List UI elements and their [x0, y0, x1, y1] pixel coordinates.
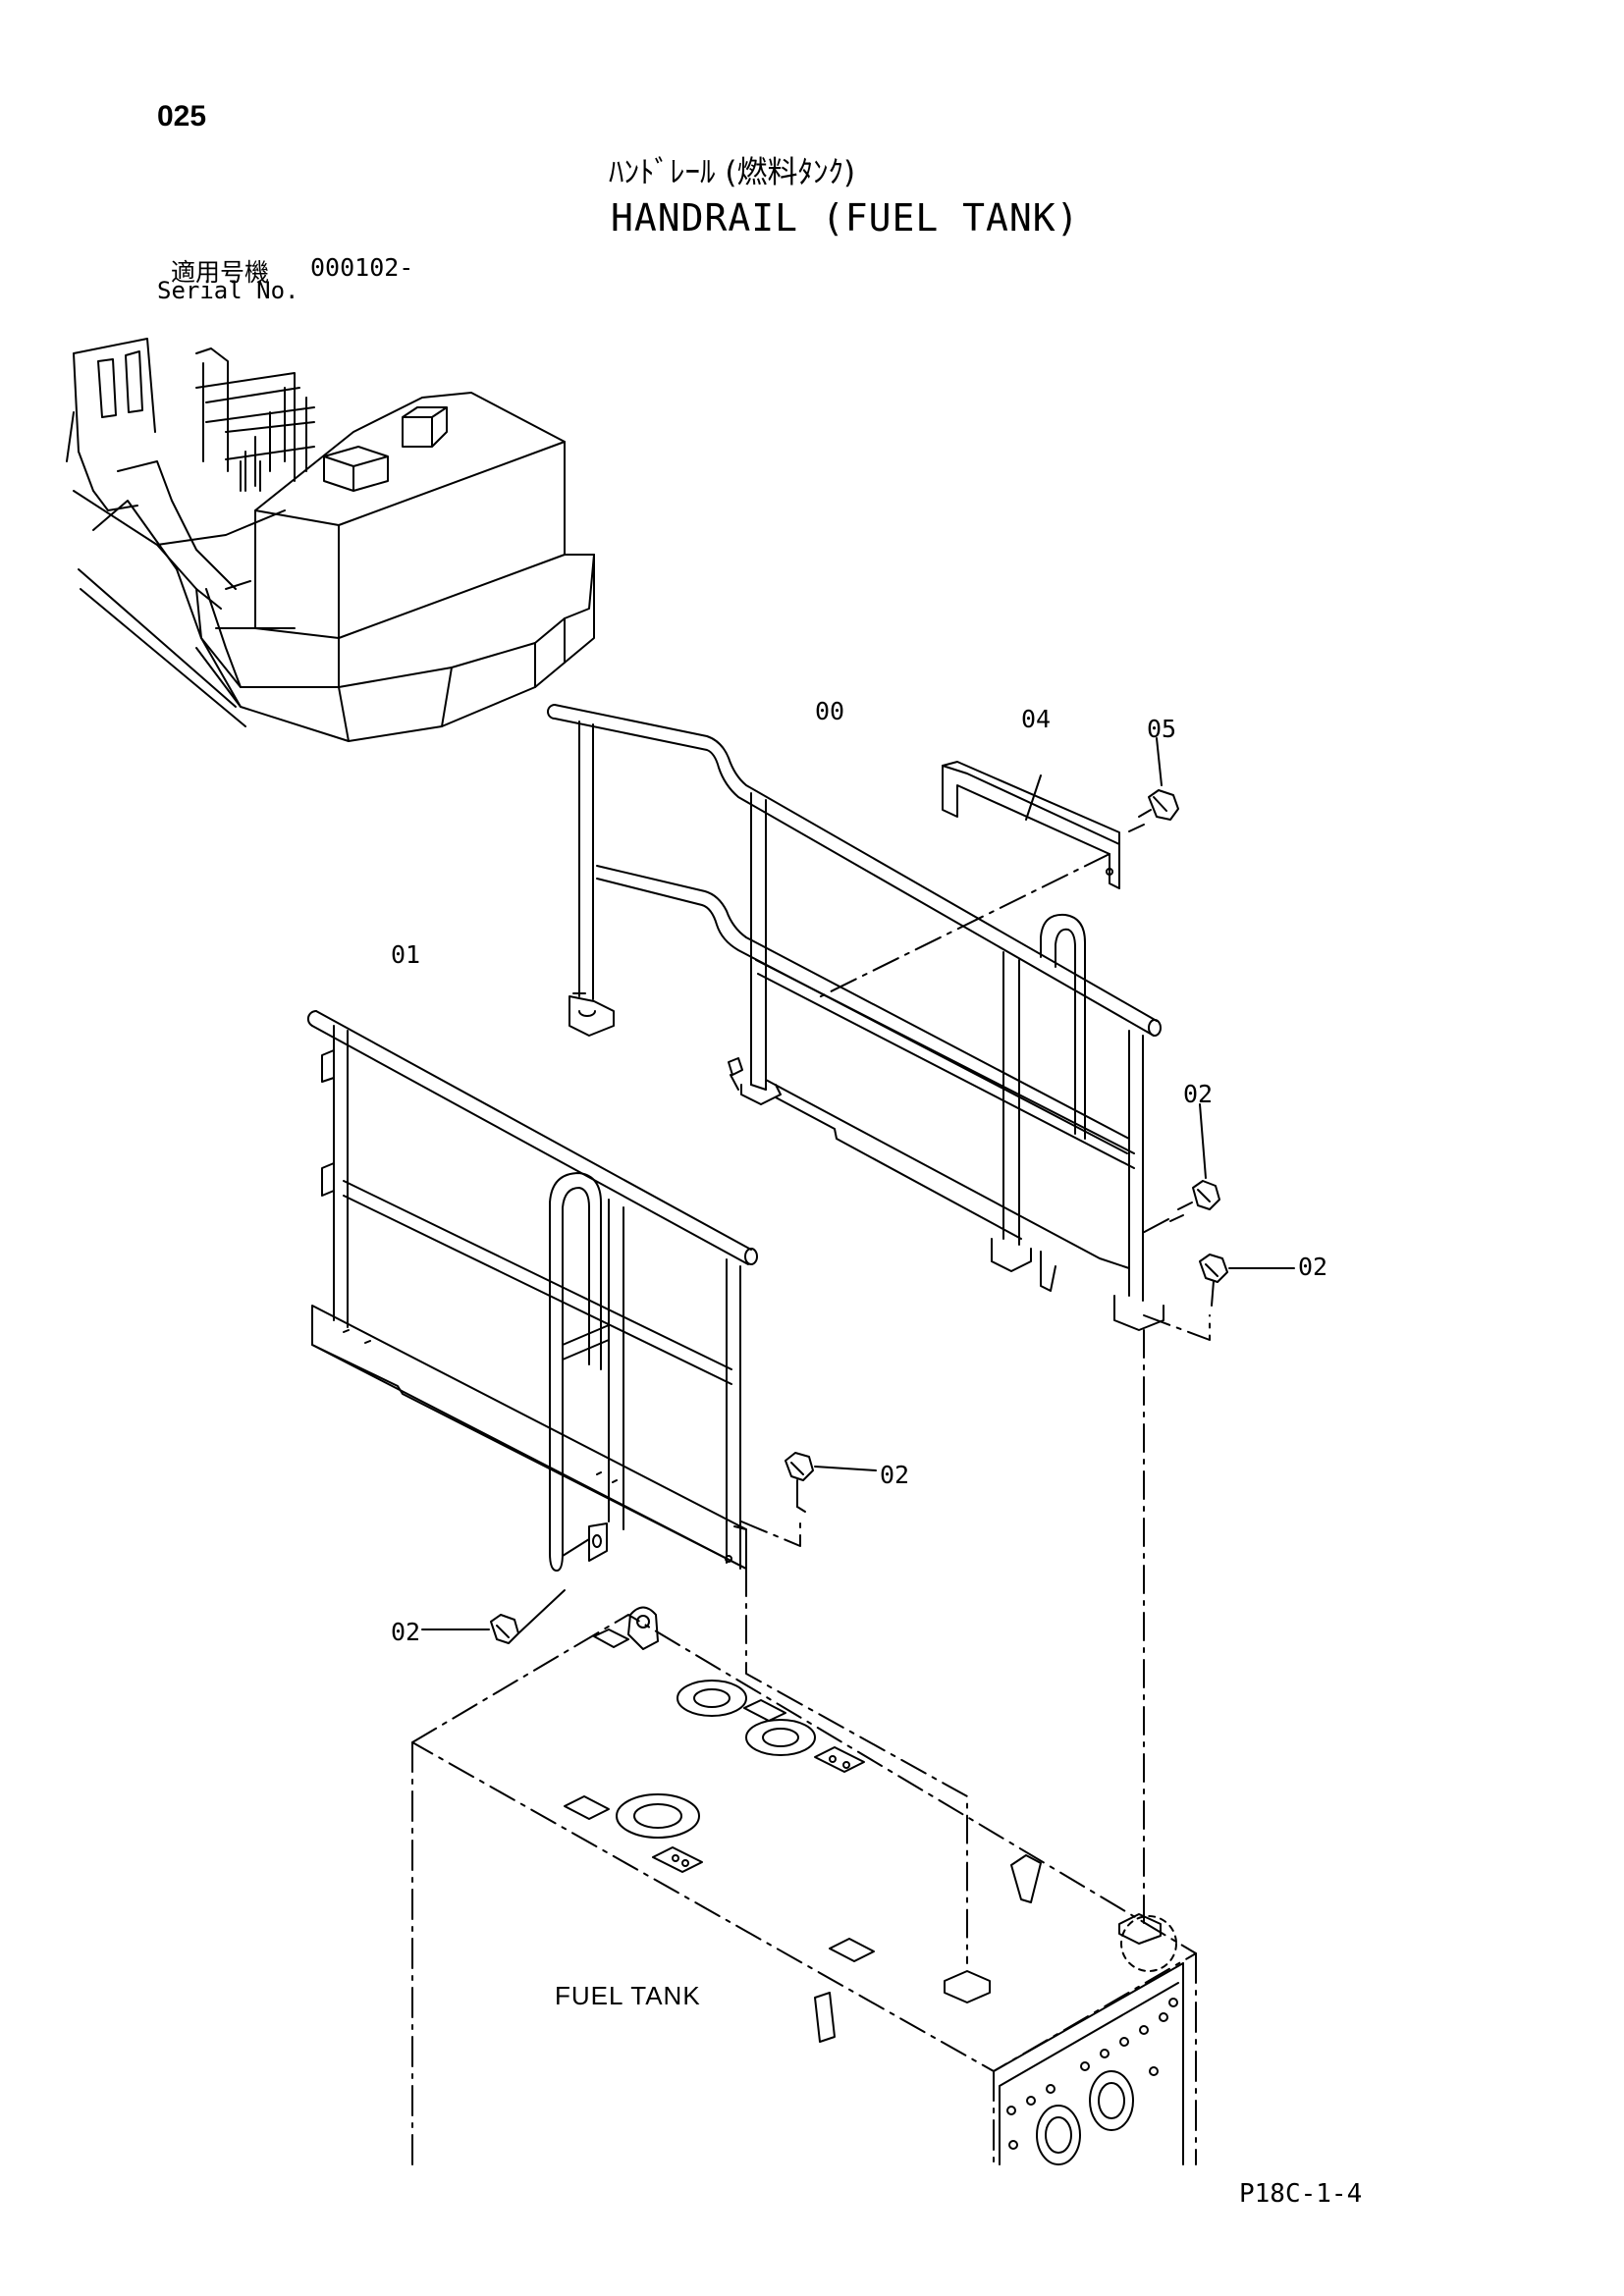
bolt-part-02-set [421, 1103, 1295, 1644]
part-label-04: 04 [1021, 705, 1052, 733]
fuel-tank-label: FUEL TANK [555, 1981, 701, 2010]
handrail-part-00 [547, 704, 1164, 1331]
part-label-02-middle: 02 [880, 1461, 910, 1489]
page-number: 025 [157, 100, 207, 133]
bracket-part-04 [942, 761, 1120, 889]
assembly-guide-lines [740, 853, 1211, 1964]
serial-label-japanese: 適用号機 [171, 258, 270, 287]
serial-number-value: 000102- [310, 253, 414, 282]
serial-label: Serial No. [157, 277, 299, 304]
part-label-01: 01 [391, 940, 421, 969]
part-label-00: 00 [815, 697, 845, 725]
drawing-code: P18C-1-4 [1239, 2179, 1363, 2209]
part-label-05: 05 [1147, 715, 1177, 743]
part-label-02-right: 02 [1298, 1253, 1328, 1281]
bolt-part-05 [1128, 737, 1179, 832]
part-label-02-upper: 02 [1183, 1080, 1214, 1108]
machine-overview-illustration [66, 338, 595, 742]
handrail-part-01 [306, 1009, 758, 1572]
fuel-tank-body [411, 1606, 1197, 2165]
part-label-02-left: 02 [391, 1618, 421, 1646]
page-title: HANDRAIL (FUEL TANK) [611, 196, 1080, 240]
title-japanese: ﾊﾝﾄﾞﾚｰﾙ (燃料ﾀﾝｸ) [609, 155, 856, 190]
